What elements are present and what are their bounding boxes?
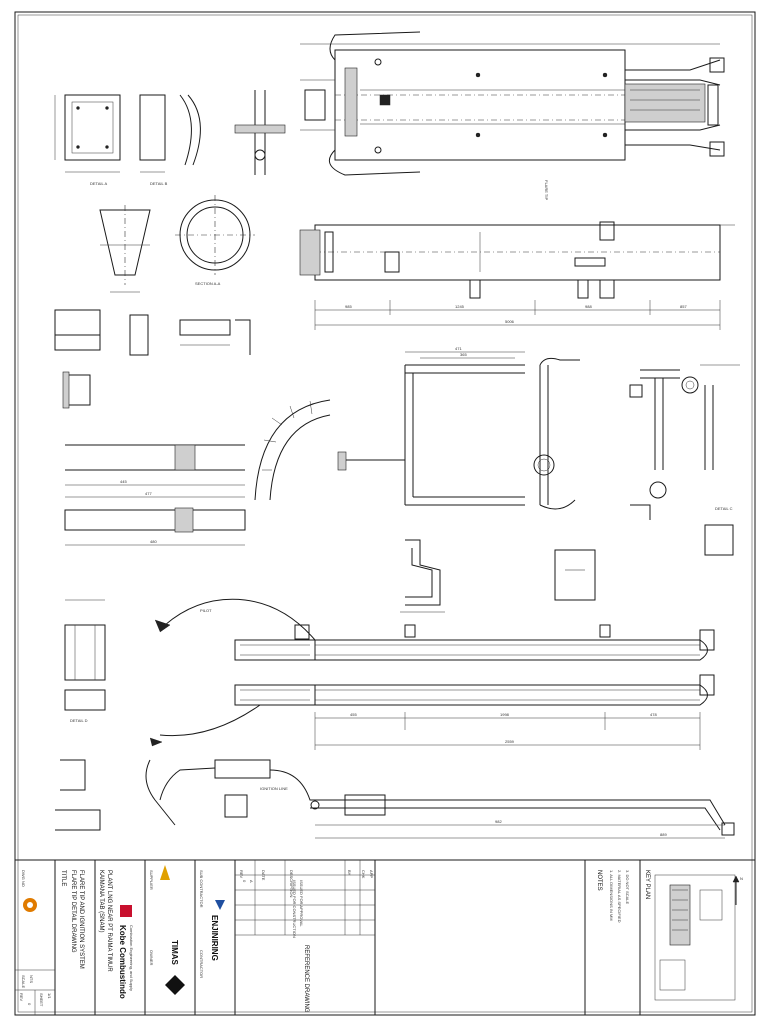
scale-value: NTS	[29, 975, 34, 983]
rev-row-1-desc: ISSUED FOR APPROVAL	[299, 880, 304, 927]
dim-bottom-1: 982	[495, 819, 502, 824]
supplier-label: SUPPLIER	[149, 870, 154, 890]
project-line-1: KAIMANA TAB (SNAM)	[98, 870, 104, 932]
logo-owner	[23, 898, 37, 912]
key-plan-label: KEY PLAN	[644, 870, 650, 899]
contractor-label: CONTRACTOR	[199, 950, 204, 978]
scale-label: SCALE	[21, 975, 26, 988]
dim-left-1: 445	[120, 479, 127, 484]
logo-ti-name: TIMAS	[170, 940, 179, 966]
dim-pipe-1: 455	[350, 712, 357, 717]
dim-left-2: 477	[145, 491, 152, 496]
key-plan: KEY PLAN N	[644, 870, 743, 1001]
rev-app-header: APP	[369, 870, 374, 878]
sheet-value: 1/1	[47, 993, 52, 999]
reference-drawing-label: REFERENCE DRAWING	[303, 945, 309, 1013]
sub-contractor-label: SUB CONTRACTOR	[199, 870, 204, 908]
rev-row-1-id: A	[249, 880, 254, 883]
notes-line-1: 1. ALL DIMENSIONS IN MM	[609, 870, 614, 921]
logo-supplier-flame	[160, 865, 170, 880]
pilot-frame-view: 471 365	[337, 346, 580, 613]
title-label: TITLE	[60, 870, 66, 886]
title-text-group: TITLE FLARE TIP DETAIL DRAWING FLARE TIP…	[19, 870, 204, 1007]
title-line-1: FLARE TIP DETAIL DRAWING	[70, 870, 76, 953]
dim-top-2: 1245	[455, 304, 465, 309]
logo-kobe-combustindo: Kobe Combustindo Combustion Engineering,…	[118, 905, 134, 999]
logo-kc-name: Kobe Combustindo	[118, 925, 127, 999]
pilot-assembly-view: 455 1998 478 2559 PILOT	[149, 598, 715, 750]
drawing-no-label: DWG NO	[21, 870, 26, 887]
flare-tip-assembly-view: FLARE TIP	[300, 31, 725, 200]
flare-stack-pipe-view: 985 1245 988 857 5006	[299, 221, 735, 330]
ignition-line-label: IGNITION LINE	[260, 786, 288, 791]
notes-label: NOTES	[596, 870, 602, 891]
rev-header: REV	[239, 870, 244, 879]
pilot-label: PILOT	[200, 608, 212, 613]
logo-enjiniring: ENJINIRING	[210, 900, 225, 961]
rev-desc-header: DESCRIPTION	[289, 870, 294, 897]
dim-pipe-total: 2559	[505, 739, 515, 744]
ignition-line-view: 982 889 IGNITION LINE	[145, 759, 735, 839]
rev-row-0-id: 0	[242, 880, 247, 883]
dim-left-total: 480	[150, 539, 157, 544]
logo-ej-name: ENJINIRING	[210, 915, 219, 961]
revision-table: REV DATE DESCRIPTION BY CHK APP 0 ISSUED…	[239, 870, 374, 1013]
dim-top-1: 985	[345, 304, 352, 309]
dim-frame-inner: 365	[460, 352, 467, 357]
dim-bottom-2: 889	[660, 832, 667, 837]
dim-pipe-3: 478	[650, 712, 657, 717]
section-label: SECTION A-A	[195, 281, 221, 286]
detail-tee-views: DETAIL C	[554, 364, 740, 601]
detail-d-label: DETAIL D	[70, 718, 88, 723]
support-beam-view: 445 477 480	[64, 399, 331, 546]
detail-clamp-views: DETAIL D	[55, 599, 106, 831]
detail-bracket-views	[54, 309, 251, 409]
sheet-label: SHEET	[39, 993, 44, 1007]
detail-c-label: DETAIL C	[715, 506, 733, 511]
flare-tip-label: FLARE TIP	[544, 180, 549, 200]
sheet-border	[14, 11, 756, 1016]
notes-line-2: 2. MATERIAL AS SPECIFIED	[617, 870, 622, 923]
rev-label: REV	[19, 993, 24, 1002]
title-block	[14, 859, 756, 1016]
dim-top-4: 857	[680, 304, 687, 309]
detail-reducer-views: SECTION A-A	[99, 195, 255, 293]
project-line-2: PLANT LNG NEAR PT RAIMA TIMUR	[106, 870, 112, 972]
rev-date-header: DATE	[261, 870, 266, 881]
detail-plate-views: DETAIL A DETAIL B	[54, 90, 286, 186]
logo-kc-sub: Combustion Engineering, and Supply	[129, 925, 134, 991]
dim-top-3: 988	[585, 304, 592, 309]
north-label: N	[740, 876, 743, 881]
owner-label: OWNER	[149, 950, 154, 965]
dim-top-total: 5006	[505, 319, 515, 324]
logo-timas: TIMAS	[165, 940, 185, 995]
rev-chk-header: CHK	[361, 870, 366, 879]
notes-section: NOTES 1. ALL DIMENSIONS IN MM 2. MATERIA…	[596, 870, 630, 923]
rev-by-header: BY	[347, 870, 352, 876]
rev-row-0-desc: ISSUED FOR CONSTRUCTION	[292, 880, 297, 938]
detail-b-label: DETAIL B	[150, 181, 168, 186]
rev-value: 0	[27, 1003, 32, 1006]
sheet-inner-border	[17, 14, 753, 1013]
notes-line-3: 3. DO NOT SCALE	[625, 870, 630, 904]
dim-frame-width: 471	[455, 346, 462, 351]
detail-a-label: DETAIL A	[90, 181, 107, 186]
dim-pipe-2: 1998	[500, 712, 510, 717]
title-line-2: FLARE TIP AND IGNITION SYSTEM	[78, 870, 84, 969]
